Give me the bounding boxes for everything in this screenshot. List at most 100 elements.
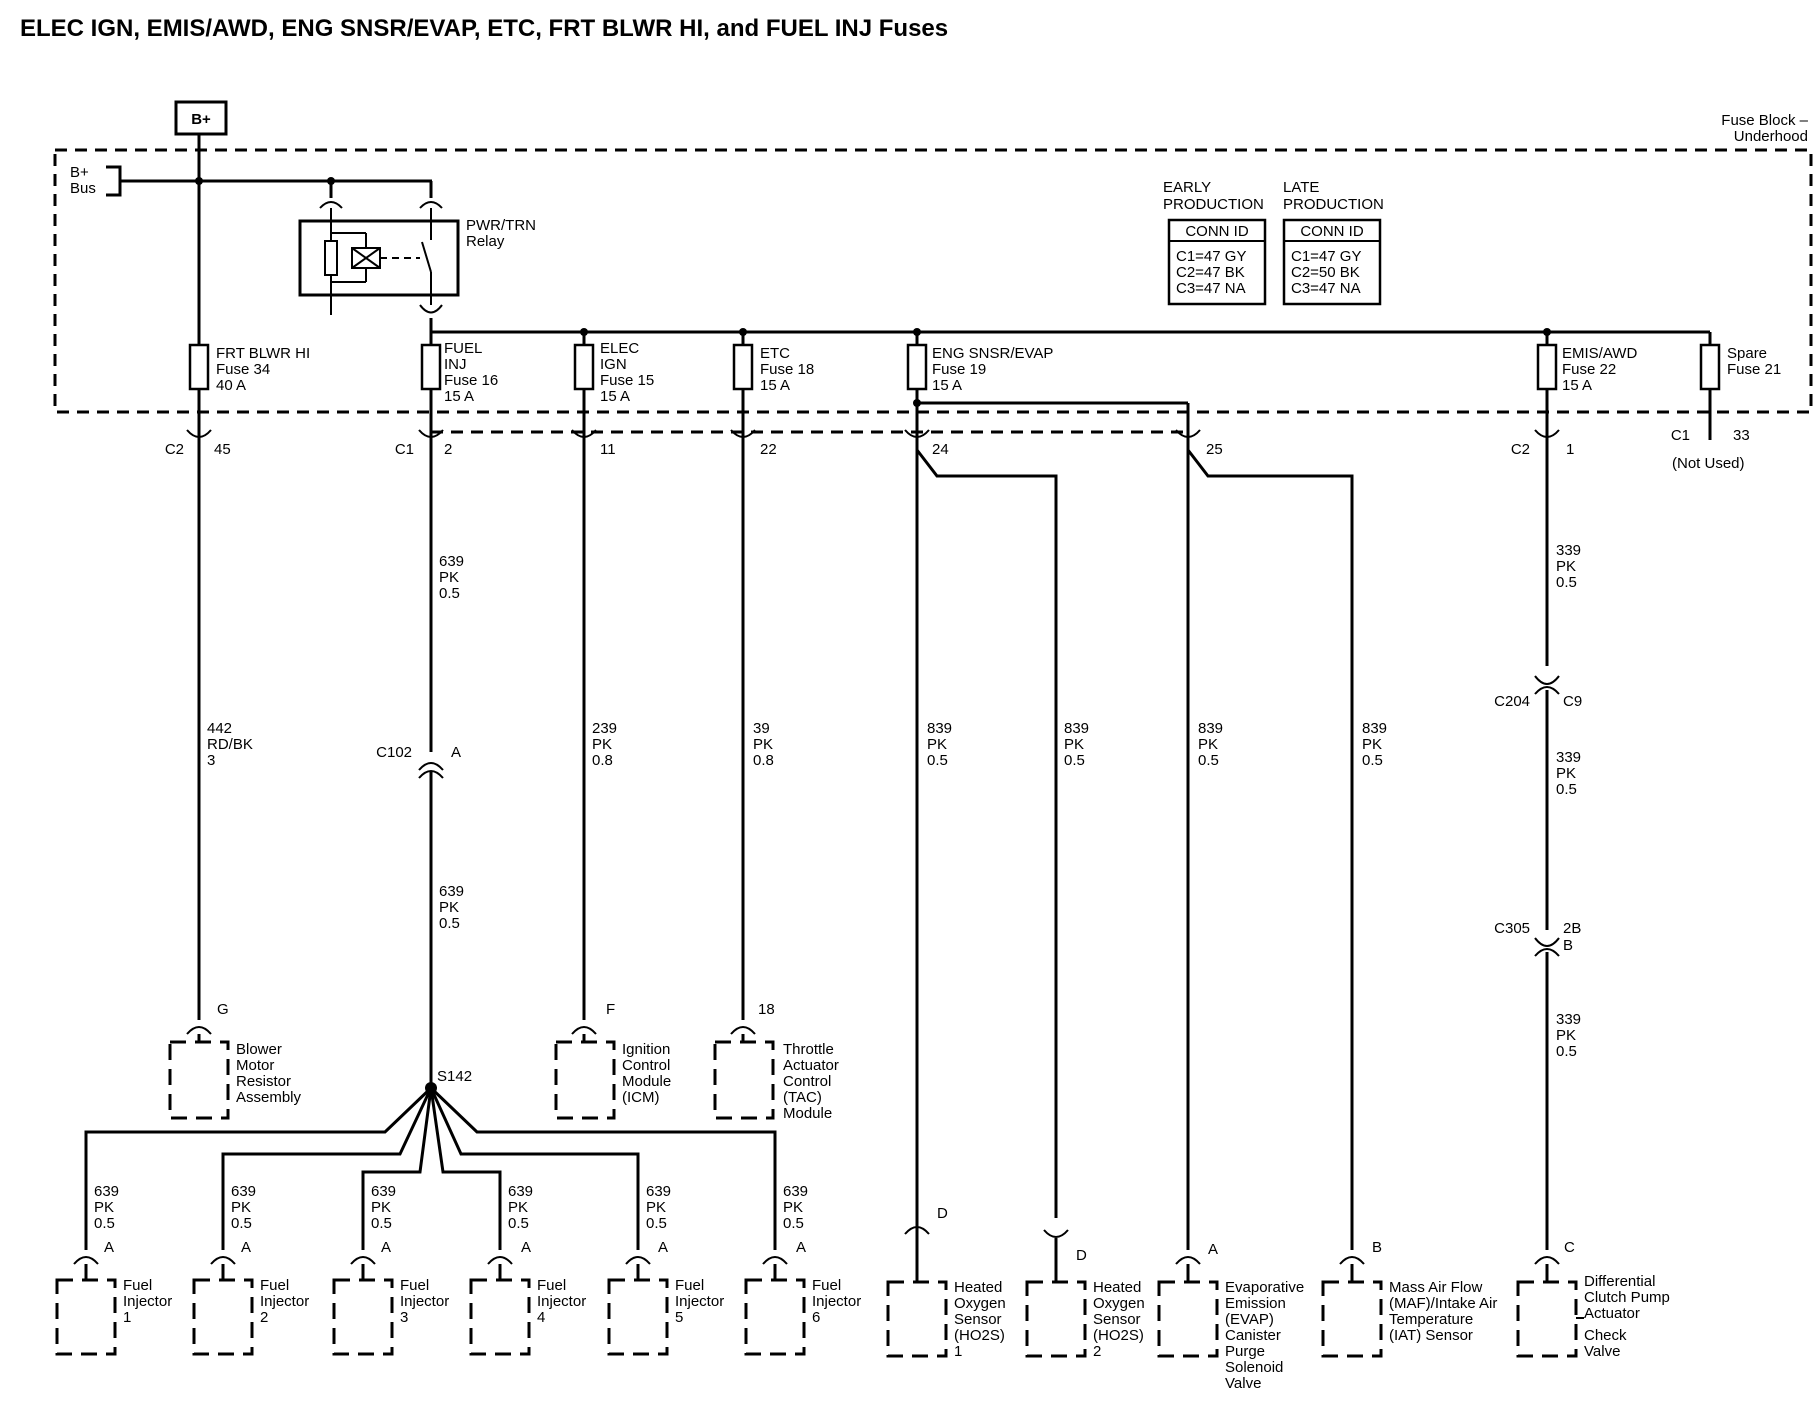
injector-label: 3 <box>400 1309 408 1326</box>
wire-label: 0.5 <box>1198 752 1219 769</box>
early-conn-id-row: C1=47 GY <box>1176 248 1246 265</box>
evap-body <box>1157 1280 1219 1358</box>
fuse-block-outline <box>53 148 1813 414</box>
diff-label: Differential <box>1584 1273 1655 1290</box>
wire-label: 0.5 <box>1556 781 1577 798</box>
pin-label: 2 <box>444 441 452 458</box>
tac-pin: 18 <box>758 1001 775 1018</box>
injector-label: Injector <box>537 1293 586 1310</box>
wire-label: 0.5 <box>231 1215 252 1232</box>
ignition-control-module <box>554 1040 616 1120</box>
ho2s1-body <box>886 1280 948 1358</box>
pin-label: 1 <box>1566 441 1574 458</box>
pin-label: 45 <box>214 441 231 458</box>
maf-label: (IAT) Sensor <box>1389 1327 1473 1344</box>
fuse-etc-label: ETC <box>760 345 790 362</box>
injector-pin: A <box>796 1239 806 1256</box>
injector-connector <box>210 1256 236 1265</box>
injector-pin: A <box>241 1239 251 1256</box>
late-conn-id-row: C2=50 BK <box>1291 264 1360 281</box>
early-conn-id-table <box>1167 218 1267 306</box>
fuel-injector-2: A Fuel Injector 2 <box>192 1239 309 1356</box>
injector-connector <box>625 1256 651 1265</box>
wire-label: 339 <box>1556 1011 1581 1028</box>
evap-label: Purge <box>1225 1343 1265 1360</box>
fuse-emis-awd-label: 15 A <box>1562 377 1592 394</box>
fuse-etc <box>732 343 754 391</box>
maf-label: Mass Air Flow <box>1389 1279 1483 1296</box>
tac-label: Module <box>783 1105 832 1122</box>
injector-label: Fuel <box>675 1277 704 1294</box>
fuse-fuel-inj-label: FUEL <box>444 340 482 357</box>
wire-inj6 <box>429 1086 777 1250</box>
injector-label: Injector <box>123 1293 172 1310</box>
fuse-elec-ign-label: Fuse 15 <box>600 372 654 389</box>
icm-label: Module <box>622 1073 671 1090</box>
pin-label: 22 <box>760 441 777 458</box>
c305-male <box>1534 948 1560 957</box>
injector-label: 1 <box>123 1309 131 1326</box>
evap-label: Evaporative <box>1225 1279 1304 1296</box>
fuse-etc-label: 15 A <box>760 377 790 394</box>
fuse-fuel-inj-label: Fuse 16 <box>444 372 498 389</box>
wire-label: 639 <box>439 553 464 570</box>
wire-label: 639 <box>508 1183 533 1200</box>
ho2s1-label: 1 <box>954 1343 962 1360</box>
wire-inj5 <box>429 1087 640 1250</box>
blower-label: Assembly <box>236 1089 302 1106</box>
wire-inj4 <box>429 1087 502 1250</box>
diagram-title: ELEC IGN, EMIS/AWD, ENG SNSR/EVAP, ETC, … <box>20 15 948 42</box>
fuse-fuel-inj-label: INJ <box>444 356 467 373</box>
injector-label: Fuel <box>123 1277 152 1294</box>
wire-label: PK <box>1064 736 1084 753</box>
wire-label: 339 <box>1556 542 1581 559</box>
evap-label: Emission <box>1225 1295 1286 1312</box>
icm-label: Control <box>622 1057 670 1074</box>
wire-label: PK <box>1556 1027 1576 1044</box>
wire-label: PK <box>1198 736 1218 753</box>
wire-label: 0.5 <box>439 915 460 932</box>
wire-label: 39 <box>753 720 770 737</box>
not-used-label: (Not Used) <box>1672 455 1745 472</box>
late-conn-id-row: C1=47 GY <box>1291 248 1361 265</box>
wire-label: PK <box>94 1199 114 1216</box>
heated-oxygen-sensor-1: D Heated Oxygen Sensor (HO2S) 1 <box>886 1205 1006 1360</box>
evap-label: Valve <box>1225 1375 1261 1392</box>
wire-839-ho2s2 <box>915 449 1058 1218</box>
fuse-elec-ign-label: IGN <box>600 356 627 373</box>
blower-connector <box>186 1026 212 1035</box>
c102-female <box>418 762 444 771</box>
evap-label: (EVAP) <box>1225 1311 1274 1328</box>
c102-male <box>418 770 444 779</box>
tac-label: Throttle <box>783 1041 834 1058</box>
wire-label: PK <box>1362 736 1382 753</box>
wire-label: 639 <box>439 883 464 900</box>
late-production-label-1: LATE <box>1283 179 1319 196</box>
tac-label: Actuator <box>783 1057 839 1074</box>
wire-inj3 <box>361 1087 433 1250</box>
wire-label: 339 <box>1556 749 1581 766</box>
b-plus-source-box <box>174 100 228 136</box>
injector-label: 2 <box>260 1309 268 1326</box>
injector-connector <box>762 1256 788 1265</box>
relay-label-2: Relay <box>466 233 505 250</box>
injector-pin: A <box>521 1239 531 1256</box>
injector-pin: A <box>104 1239 114 1256</box>
pin-label: 25 <box>1206 441 1223 458</box>
wire-839-maf <box>1186 449 1354 1250</box>
conn-label: C2 <box>165 441 184 458</box>
injector-label: Injector <box>260 1293 309 1310</box>
wire-label: PK <box>439 899 459 916</box>
ho2s2-label: Sensor <box>1093 1311 1141 1328</box>
c305-label: C305 <box>1494 920 1530 937</box>
connector-pin24 <box>904 429 930 438</box>
fuse-frt-blwr-label: Fuse 34 <box>216 361 270 378</box>
wire-label: 0.5 <box>783 1215 804 1232</box>
pin-label: 33 <box>1733 427 1750 444</box>
fuse-eng-snsr-label: Fuse 19 <box>932 361 986 378</box>
wire-label: PK <box>1556 765 1576 782</box>
fuse-emis-awd-label: EMIS/AWD <box>1562 345 1637 362</box>
relay-coil-mark-2 <box>351 247 381 269</box>
blower-label: Blower <box>236 1041 282 1058</box>
